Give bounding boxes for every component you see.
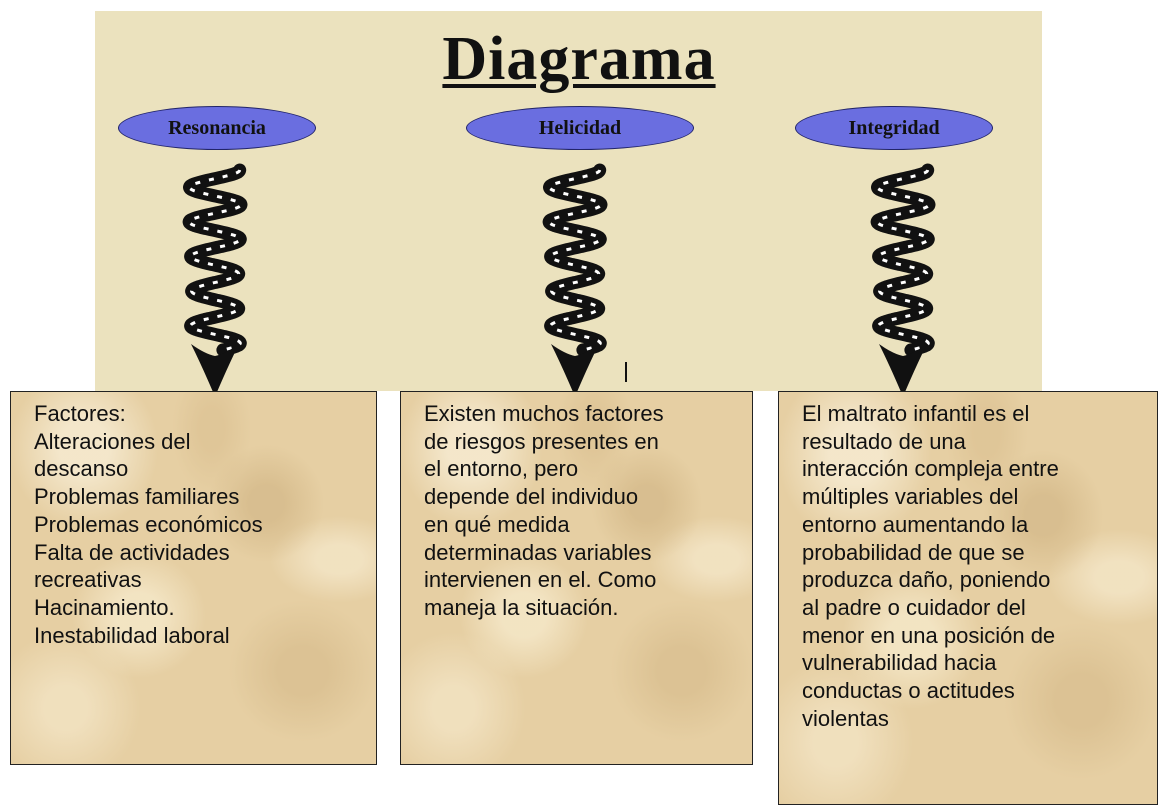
oval-helicidad: Helicidad (466, 106, 694, 150)
textbox-line: El maltrato infantil es el (802, 401, 1030, 426)
textbox-line: violentas (802, 705, 889, 731)
textbox-line: Existen muchos factores (424, 401, 664, 426)
textbox-line: de riesgos presentes en (424, 428, 659, 454)
textbox-line: interacción compleja entre (802, 456, 1059, 482)
arrowhead (551, 344, 599, 392)
textbox-line: Hacinamiento. (34, 594, 175, 620)
textbox-line: Factores: (34, 401, 126, 426)
arrowhead (191, 344, 239, 392)
textbox-line: al padre o cuidador del (802, 594, 1026, 620)
textbox-line: resultado de una (802, 428, 966, 454)
textbox-line: menor en una posición de (802, 622, 1056, 648)
spiral-coil-stripes (875, 169, 931, 352)
textbox-resonancia: Factores: Alteraciones del descanso Prob… (10, 391, 377, 765)
spiral-arrow-integridad (870, 163, 936, 392)
textbox-line: maneja la situación. (424, 594, 619, 620)
textbox-line: produzca daño, poniendo (802, 567, 1051, 593)
textbox-line: depende del individuo (424, 484, 639, 510)
textbox-helicidad: Existen muchos factores de riesgos prese… (400, 391, 753, 765)
spiral-coil-stripes (187, 169, 243, 352)
textbox-line: Alteraciones del (34, 428, 191, 454)
textbox-line: descanso (34, 456, 129, 482)
textbox-integridad: El maltrato infantil es el resultado de … (778, 391, 1158, 805)
textbox-line: determinadas variables (424, 539, 652, 565)
textbox-line: Problemas económicos (34, 511, 263, 537)
textbox-line: conductas o actitudes (802, 678, 1015, 704)
textbox-line: Problemas familiares (34, 484, 240, 510)
textbox-line: probabilidad de que se (802, 539, 1025, 565)
oval-integridad: Integridad (795, 106, 993, 150)
textbox-line: Inestabilidad laboral (34, 622, 230, 648)
textbox-line: Falta de actividades (34, 539, 230, 565)
oval-resonancia: Resonancia (118, 106, 316, 150)
textbox-line: múltiples variables del (802, 484, 1019, 510)
textbox-line: intervienen en el. Como (424, 567, 657, 593)
spiral-arrow-helicidad (542, 163, 608, 392)
textbox-line: el entorno, pero (424, 456, 579, 482)
textbox-line: vulnerabilidad hacia (802, 650, 997, 676)
spiral-arrow-resonancia (182, 163, 248, 392)
diagram-title: Diagrama (442, 25, 716, 93)
textbox-line: en qué medida (424, 511, 570, 537)
textbox-line: entorno aumentando la (802, 511, 1029, 537)
textbox-line: recreativas (34, 567, 142, 593)
arrowhead (879, 344, 927, 392)
text-cursor (625, 362, 627, 382)
spiral-coil-stripes (547, 169, 603, 352)
